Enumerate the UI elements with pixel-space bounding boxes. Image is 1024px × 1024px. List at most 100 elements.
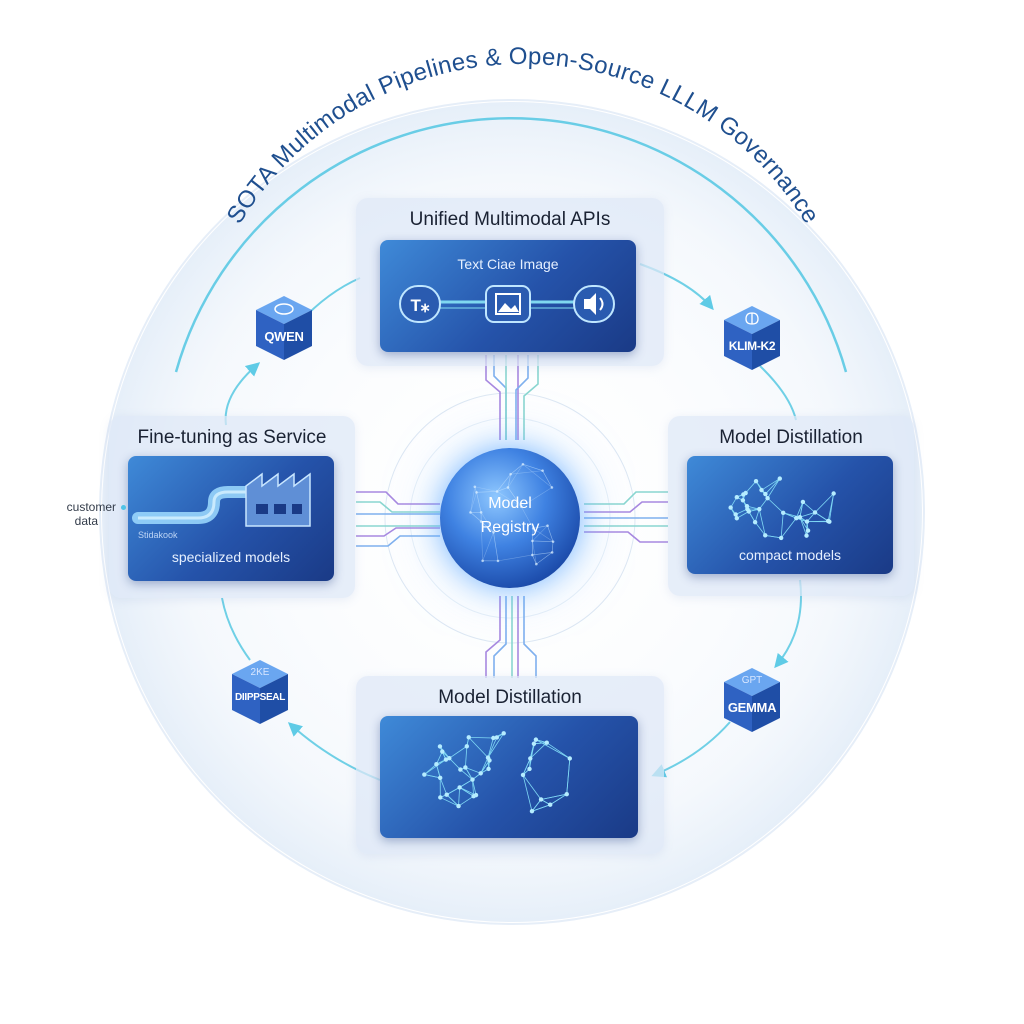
network-node [777, 476, 782, 481]
gemma-cube[interactable]: GPT GEMMA [720, 664, 784, 736]
network-edge [497, 554, 533, 562]
network-edge [480, 512, 494, 533]
network-node [551, 540, 555, 543]
network-node [481, 559, 484, 563]
card-title: Model Distillation [438, 687, 582, 708]
fine-tuning-panel[interactable]: Stidakook specialized models [128, 456, 334, 581]
network-edge [480, 521, 494, 533]
network-node [463, 765, 468, 770]
network-node [437, 744, 443, 749]
network-edge [507, 474, 511, 488]
network-node [743, 490, 748, 496]
network-node [492, 531, 495, 534]
network-node [831, 491, 836, 496]
network-edge [566, 758, 571, 795]
network-edge [532, 528, 534, 541]
network-edge [487, 737, 498, 758]
network-edge [458, 795, 474, 807]
network-edge [780, 517, 797, 539]
distillation-panel-right[interactable]: compact models [687, 456, 893, 574]
audio-icon [573, 285, 615, 323]
network-edge [536, 552, 553, 565]
network-node [491, 735, 496, 741]
network-node [438, 795, 443, 800]
unified-multimodal-apis-card[interactable]: Unified Multimodal APIs Text Ciae Image … [356, 198, 664, 366]
card-title: Unified Multimodal APIs [409, 209, 611, 230]
network-node [759, 487, 764, 493]
distillation-panel-bottom[interactable] [380, 716, 638, 838]
card-title: Fine-tuning as Service [137, 427, 327, 448]
network-node [506, 486, 510, 489]
network-edge [780, 512, 784, 538]
network-edge [521, 506, 534, 529]
network-edge [547, 525, 554, 542]
network-edge [532, 525, 548, 542]
network-node [422, 772, 427, 777]
network-edge [546, 742, 571, 759]
network-edge [767, 478, 781, 499]
network-node [444, 792, 449, 797]
multimodal-panel[interactable]: Text Ciae Image T⁎ [380, 240, 636, 352]
network-node [548, 802, 553, 807]
network-node [470, 777, 475, 782]
network-node [479, 511, 483, 514]
network-edge [802, 501, 816, 513]
network-edge [551, 541, 554, 553]
network-edge [465, 767, 481, 774]
network-edge [458, 787, 461, 807]
network-node [728, 505, 733, 510]
kimi-cube[interactable]: KLIM-K2 [720, 302, 784, 374]
network-edge [542, 470, 553, 488]
network-node [531, 539, 534, 543]
network-edge [745, 480, 757, 494]
model-distillation-card-bottom[interactable]: Model Distillation [356, 676, 664, 854]
network-node [473, 485, 477, 489]
network-edge [761, 478, 781, 491]
outer-ring [99, 99, 925, 925]
qwen-cube[interactable]: QWEN [252, 292, 316, 364]
network-node [567, 756, 572, 761]
network-node [812, 510, 818, 515]
network-edge [424, 759, 447, 775]
network-icon [422, 731, 572, 814]
network-node [734, 516, 740, 521]
network-edge [535, 739, 570, 759]
network-edge [533, 525, 548, 529]
network-node [827, 519, 832, 524]
network-edge [522, 774, 533, 812]
network-edge [522, 774, 542, 800]
network-edge [446, 787, 460, 796]
network-node [763, 533, 768, 538]
network-edge [530, 742, 548, 759]
cube-shape [256, 296, 312, 360]
network-edge [470, 512, 482, 522]
network-edge [814, 493, 834, 513]
network-edge [449, 757, 461, 770]
network-edge [507, 487, 522, 507]
model-registry-node[interactable]: Model Registry [440, 448, 580, 588]
deepseal-cube[interactable]: 2KE DIIPPSEAL [228, 656, 292, 728]
network-edge [532, 552, 553, 556]
network-node [544, 740, 549, 745]
network-edge [767, 497, 784, 514]
pipe-icon [132, 486, 252, 524]
network-node [804, 519, 810, 524]
network-edge [510, 464, 524, 475]
network-node [529, 809, 535, 814]
network-node [564, 791, 569, 797]
network-node [546, 524, 549, 528]
network-edge [476, 492, 482, 513]
network-node [538, 797, 544, 802]
fine-tuning-card[interactable]: Fine-tuning as Service Stidakook special… [109, 416, 355, 598]
model-distillation-card-right[interactable]: Model Distillation compact models [668, 416, 914, 596]
network-edge [522, 463, 543, 471]
deepseal-sublabel: 2KE [250, 667, 270, 678]
network-node [765, 495, 770, 501]
network-node [437, 775, 443, 781]
cube-shape [724, 668, 780, 732]
network-node [804, 533, 809, 538]
network-edge [476, 491, 498, 493]
network-edge [536, 552, 553, 565]
network-node [496, 559, 500, 563]
card-title: Model Distillation [719, 427, 863, 448]
